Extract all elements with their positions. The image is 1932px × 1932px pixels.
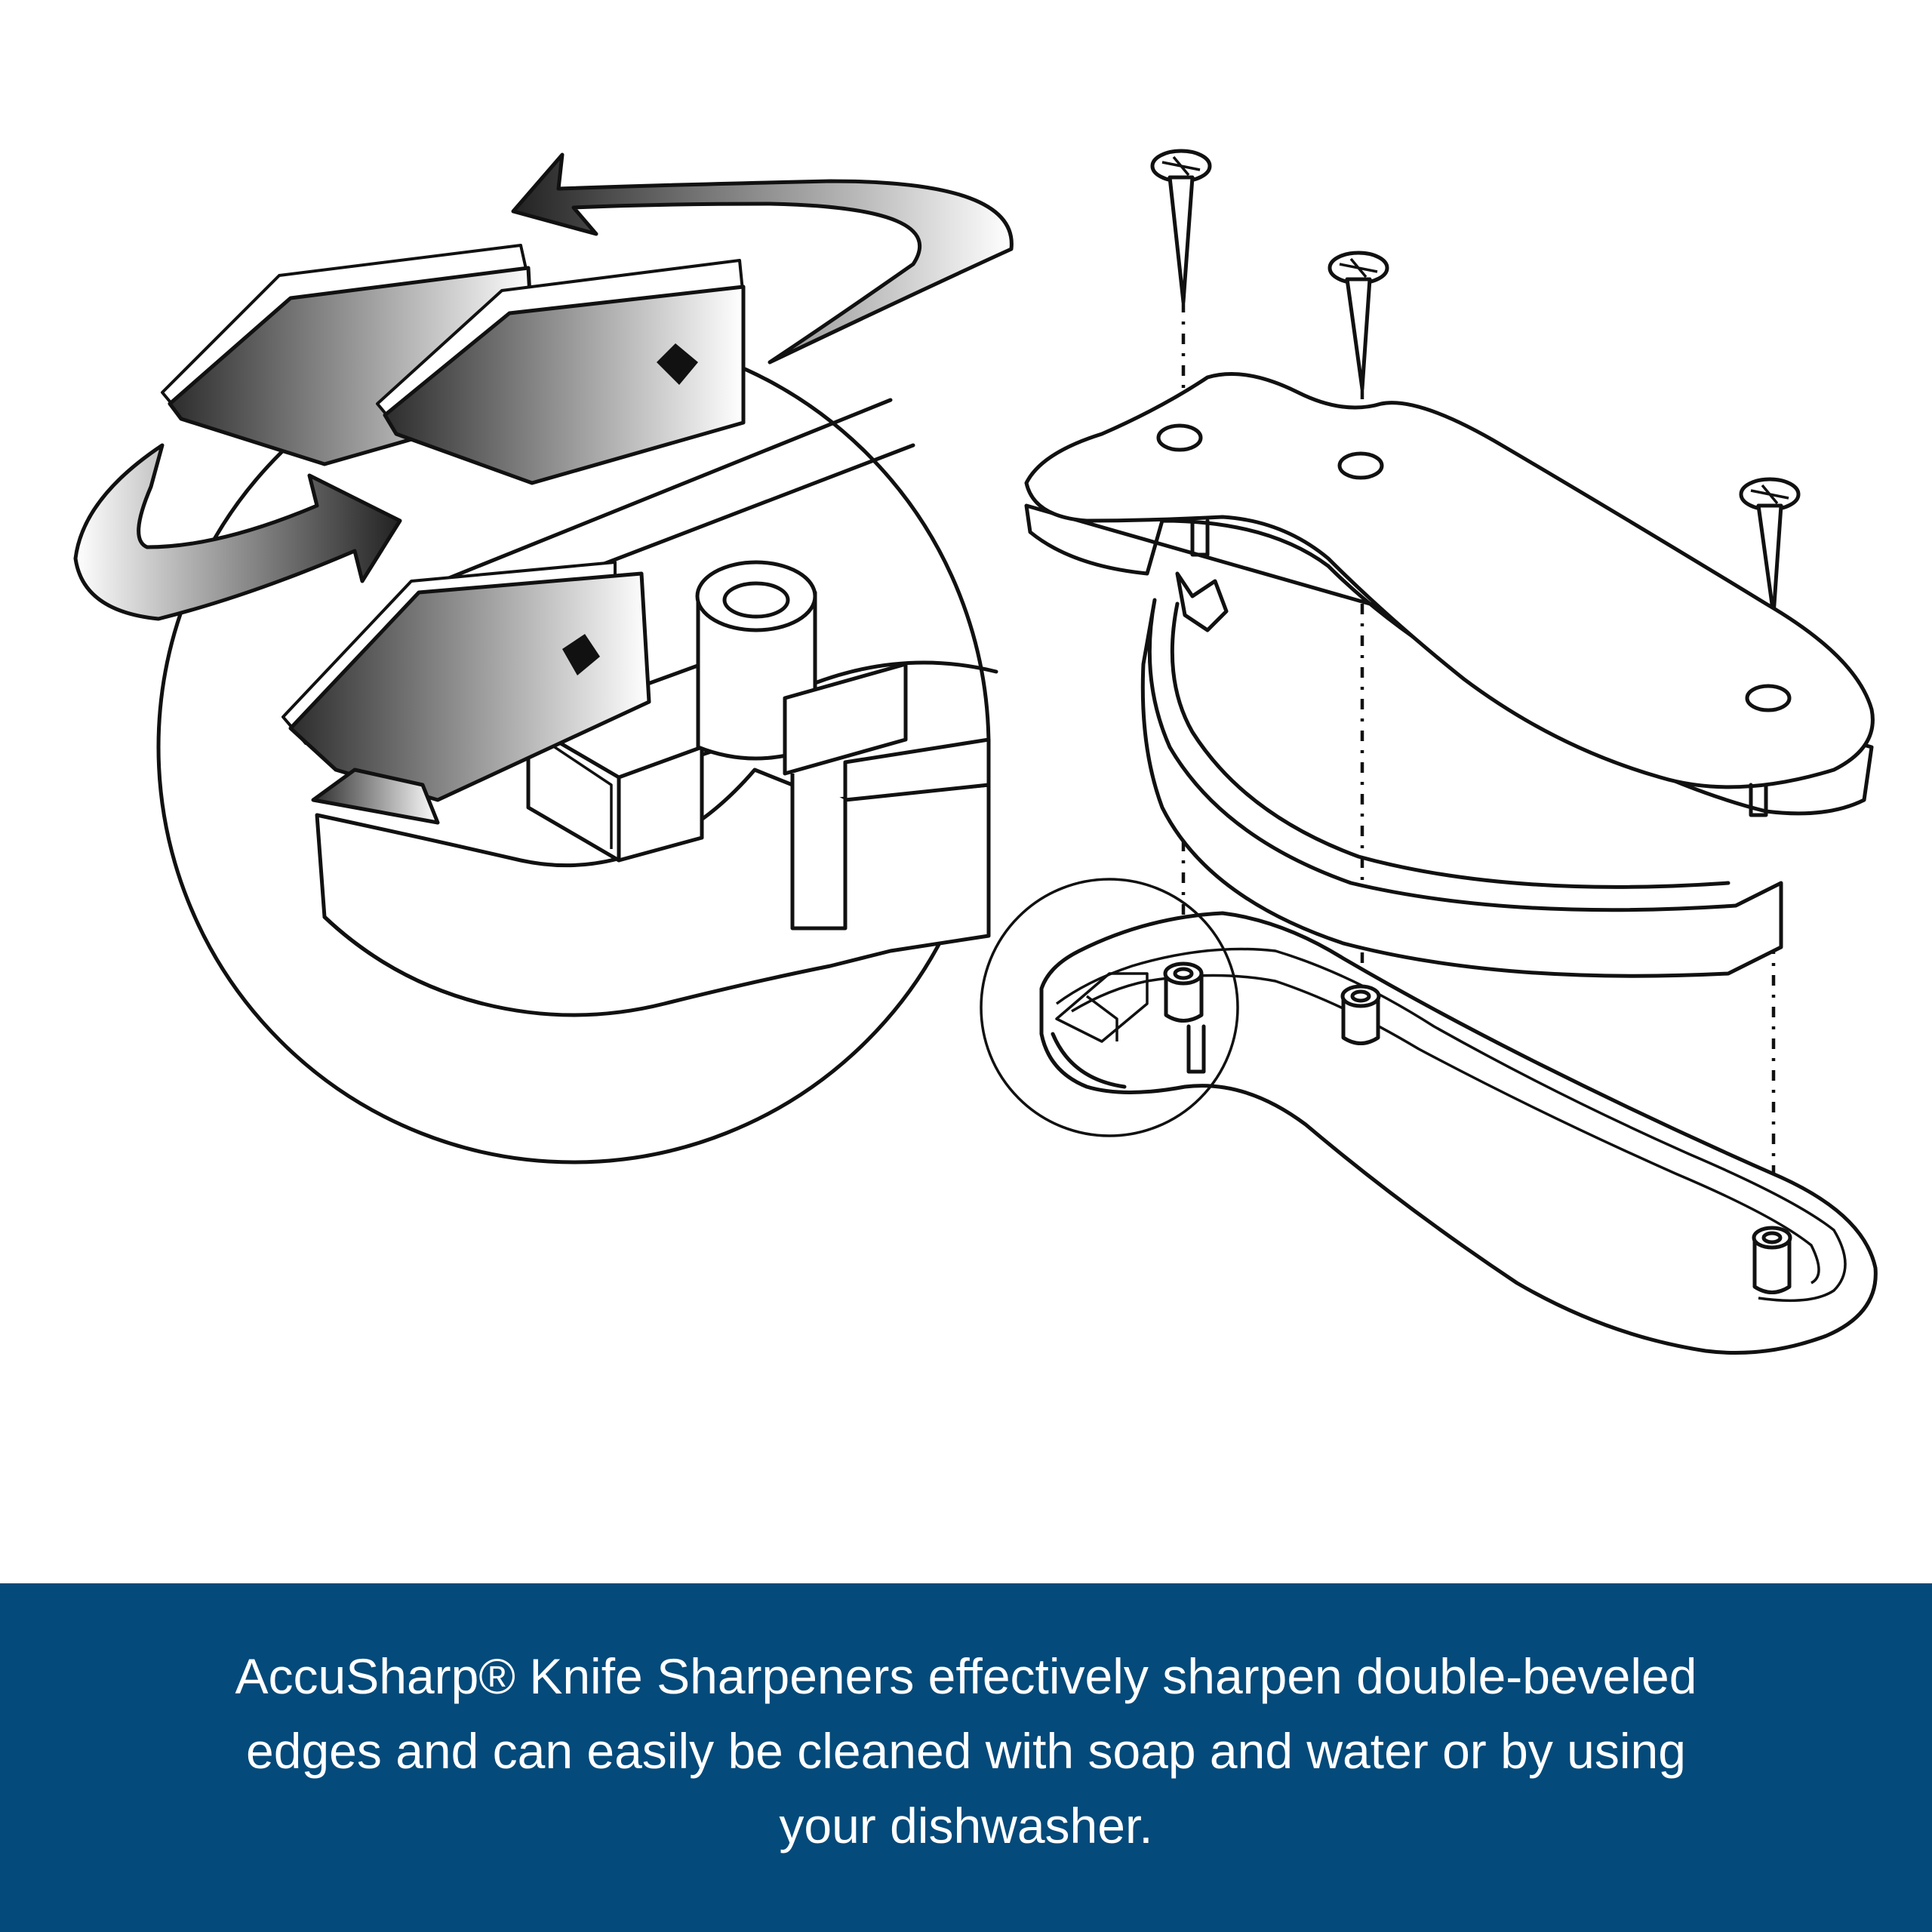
top-cover <box>1024 372 1875 817</box>
rotate-arrow-left <box>73 443 402 621</box>
rotate-arrows <box>73 152 1014 621</box>
magnified-detail <box>73 152 1014 1164</box>
side-skirt <box>1140 571 1783 978</box>
screw-right <box>1739 477 1801 617</box>
caption-text: AccuSharp® Knife Sharpeners effectively … <box>235 1647 1697 1854</box>
callout-circle <box>980 878 1239 1137</box>
screw-middle <box>1327 251 1389 391</box>
exploded-assembly <box>980 149 1878 1355</box>
bottom-housing <box>1039 911 1878 1355</box>
blade-seated <box>281 561 651 825</box>
rotate-arrow-top <box>511 152 1014 365</box>
screw-left <box>1150 149 1212 304</box>
blade-flip-right <box>376 259 746 485</box>
caption-band: AccuSharp® Knife Sharpeners effectively … <box>0 1583 1932 1932</box>
exploded-sharpener-diagram <box>73 149 1878 1355</box>
